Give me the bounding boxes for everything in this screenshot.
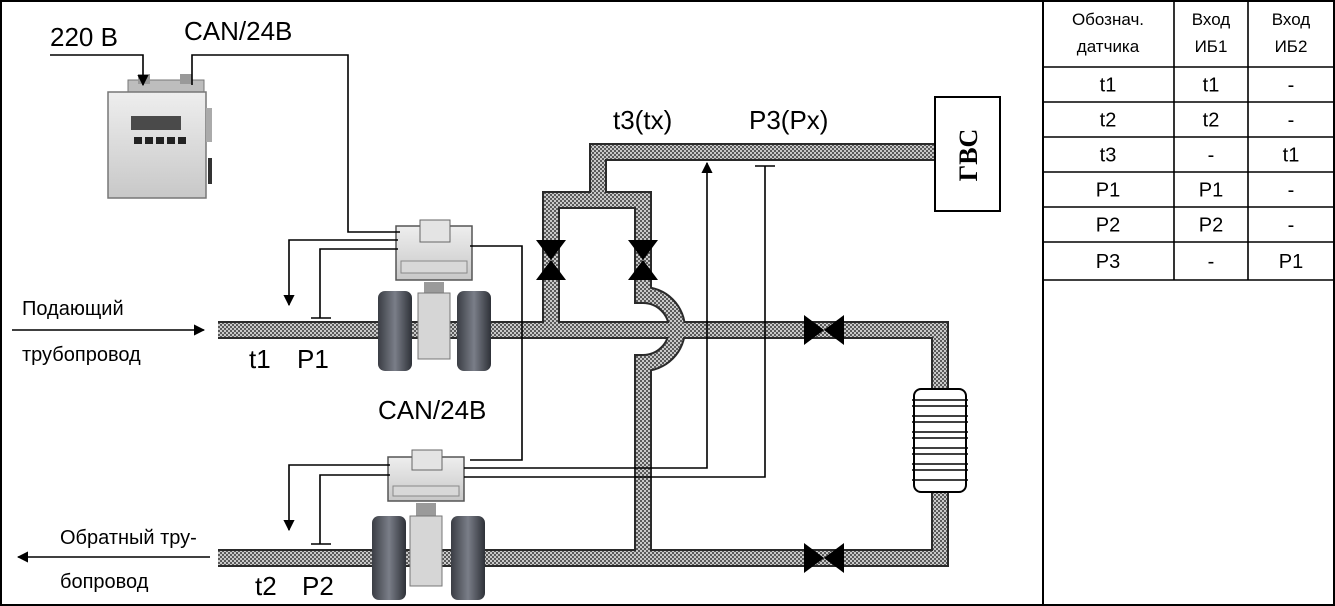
table-cell: t1 bbox=[1100, 75, 1117, 97]
wire-p1 bbox=[319, 248, 398, 318]
label-p2: P2 bbox=[302, 571, 334, 601]
table-header-cell: Вход bbox=[1192, 10, 1231, 29]
table-header-cell: ИБ1 bbox=[1195, 37, 1228, 56]
gvs-pipe bbox=[542, 143, 935, 330]
power-wire bbox=[50, 54, 149, 87]
table-cell: - bbox=[1288, 215, 1295, 237]
label-return-1: Обратный тру- bbox=[60, 527, 197, 549]
radiator bbox=[912, 388, 968, 493]
table-cell: P2 bbox=[1096, 215, 1120, 237]
wire-t1 bbox=[283, 239, 398, 307]
label-can-mid: CAN/24В bbox=[378, 395, 486, 425]
wire-t2 bbox=[283, 464, 390, 532]
valve-icon-supply bbox=[804, 315, 844, 345]
table-cell: - bbox=[1288, 75, 1295, 97]
gvs-box bbox=[934, 96, 1001, 212]
flow-arrows bbox=[12, 324, 210, 563]
can-wire-top bbox=[191, 54, 400, 233]
table-cell: P1 bbox=[1199, 180, 1223, 202]
heat-calculator-unit bbox=[107, 74, 212, 199]
table-cell: - bbox=[1288, 110, 1295, 132]
valve-icon-return bbox=[804, 543, 844, 573]
label-p1: P1 bbox=[297, 344, 329, 374]
table-cell: t1 bbox=[1203, 75, 1220, 97]
label-t1: t1 bbox=[249, 344, 271, 374]
valve-icon-gvs-right bbox=[628, 240, 658, 280]
label-supply-2: трубопровод bbox=[22, 344, 141, 366]
table-cell: - bbox=[1208, 145, 1215, 167]
table-header-cell: Обознач. bbox=[1072, 10, 1144, 29]
label-p3: P3(Px) bbox=[749, 105, 828, 135]
label-power: 220 В bbox=[50, 22, 118, 52]
table-cell: t1 bbox=[1283, 145, 1300, 167]
table-header-cell: ИБ2 bbox=[1275, 37, 1308, 56]
table-cell: P1 bbox=[1279, 251, 1303, 273]
label-can-top: CAN/24В bbox=[184, 16, 292, 46]
wire-p3 bbox=[464, 166, 766, 478]
table-cell: P3 bbox=[1096, 251, 1120, 273]
table-cell: P1 bbox=[1096, 180, 1120, 202]
wire-t3 bbox=[464, 161, 713, 469]
sensor-table-grid bbox=[1043, 1, 1334, 281]
label-supply-1: Подающий bbox=[22, 298, 124, 320]
table-header-cell: Вход bbox=[1272, 10, 1311, 29]
label-t2: t2 bbox=[255, 571, 277, 601]
label-t3: t3(tx) bbox=[613, 105, 672, 135]
table-cell: t3 bbox=[1100, 145, 1117, 167]
flow-meter-return bbox=[372, 449, 485, 600]
table-cell: P2 bbox=[1199, 215, 1223, 237]
flow-meter-supply bbox=[378, 219, 491, 371]
can-wire-mid bbox=[470, 245, 523, 461]
wire-p2 bbox=[319, 474, 390, 544]
diagram-labels: 220 В CAN/24В CAN/24В t3(tx) P3(Px) Пода… bbox=[22, 16, 828, 601]
gvs-label: ГВС bbox=[954, 129, 983, 182]
signal-wires bbox=[50, 54, 775, 545]
table-cell: - bbox=[1288, 180, 1295, 202]
table-cell: t2 bbox=[1100, 110, 1117, 132]
valve-icon-gvs-left bbox=[536, 240, 566, 280]
table-cell: - bbox=[1208, 251, 1215, 273]
table-cell: t2 bbox=[1203, 110, 1220, 132]
label-return-2: бопровод bbox=[60, 571, 149, 593]
table-header-cell: датчика bbox=[1077, 37, 1140, 56]
